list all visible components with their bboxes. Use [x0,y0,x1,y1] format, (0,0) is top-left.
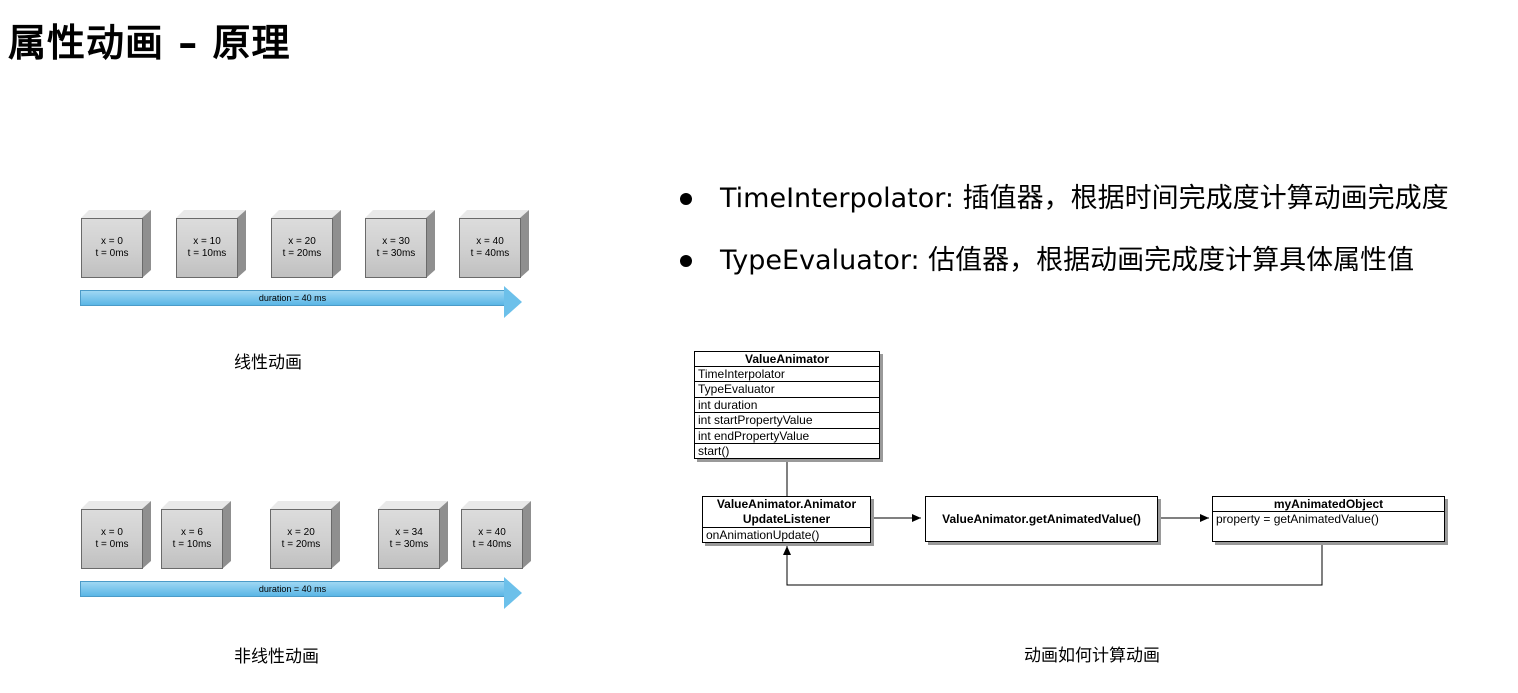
box-x-value: x = 20 [287,527,315,538]
box-t-value: t = 0ms [95,539,129,550]
class-name: myAnimatedObject [1213,497,1444,512]
linear-caption: 线性动画 [234,353,302,373]
class-name: ValueAnimator.Animator UpdateListener [703,497,870,528]
nonlinear-caption: 非线性动画 [234,647,319,667]
box-x-value: x = 20 [288,236,316,247]
animated-object-class: myAnimatedObject property = getAnimatedV… [1212,496,1445,542]
page-title: 属性动画 – 原理 [8,21,291,65]
arrow-object-listener-loop [783,542,1323,586]
class-field: TypeEvaluator [695,382,879,398]
value-animator-class: ValueAnimator TimeInterpolator TypeEvalu… [694,351,880,460]
update-listener-class: ValueAnimator.Animator UpdateListener on… [702,496,871,544]
box-x-value: x = 6 [181,527,203,538]
box-t-value: t = 10ms [187,248,227,259]
box-t-value: t = 30ms [376,248,416,259]
box-x-value: x = 0 [101,527,123,538]
class-field: int endPropertyValue [695,429,879,445]
uml-caption: 动画如何计算动画 [1024,646,1160,666]
class-name: ValueAnimator [695,352,879,367]
duration-label: duration = 40 ms [258,293,327,303]
class-field: property = getAnimatedValue() [1216,512,1379,526]
box-t-value: t = 40ms [472,539,512,550]
box-t-value: t = 0ms [95,248,129,259]
box-x-value: x = 30 [382,236,410,247]
duration-label: duration = 40 ms [258,584,327,594]
box-x-value: x = 0 [101,236,123,247]
class-field: int duration [695,398,879,414]
class-method: start() [698,444,730,459]
box-x-value: x = 10 [193,236,221,247]
bullet-item: TypeEvaluator: 估值器，根据动画完成度计算具体属性值 [680,230,1510,292]
class-method: onAnimationUpdate() [706,528,820,542]
get-animated-value-box: ValueAnimator.getAnimatedValue() [925,496,1158,542]
box-x-value: x = 40 [478,527,506,538]
bullet-text: TimeInterpolator: 插值器，根据时间完成度计算动画完成度 [720,183,1449,214]
bullet-item: TimeInterpolator: 插值器，根据时间完成度计算动画完成度 [680,168,1510,230]
class-field: int startPropertyValue [695,413,879,429]
box-t-value: t = 20ms [281,539,321,550]
box-t-value: t = 10ms [172,539,212,550]
bullet-dot-icon [680,193,692,205]
class-field: TimeInterpolator [695,367,879,383]
box-x-value: x = 40 [476,236,504,247]
box-x-value: x = 34 [395,527,423,538]
bullet-list: TimeInterpolator: 插值器，根据时间完成度计算动画完成度 Typ… [680,168,1510,292]
box-t-value: t = 20ms [282,248,322,259]
bullet-dot-icon [680,255,692,267]
bullet-text: TypeEvaluator: 估值器，根据动画完成度计算具体属性值 [720,245,1415,276]
box-t-value: t = 40ms [470,248,510,259]
class-name-line: UpdateListener [742,512,831,526]
class-name-line: ValueAnimator.Animator [716,497,857,511]
box-t-value: t = 30ms [389,539,429,550]
